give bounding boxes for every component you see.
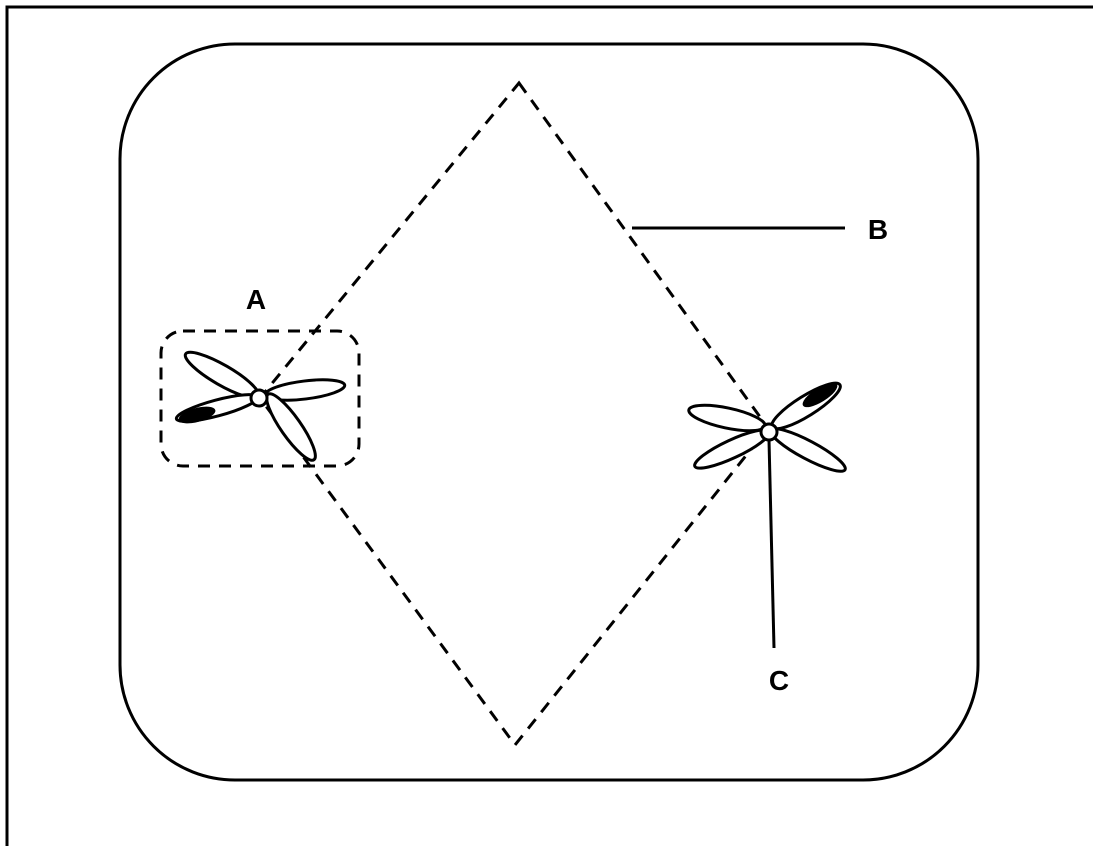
enclosure: [118, 42, 980, 782]
insect-a: [174, 350, 347, 462]
dashed-diamond-path: [258, 80, 770, 748]
label-b: B: [868, 214, 888, 245]
outer-frame: [5, 5, 1093, 846]
label-c: C: [769, 665, 789, 696]
insect-c-dark-tip: [802, 382, 838, 408]
insect-c-thorax: [759, 422, 779, 442]
highlight-box-a: [159, 329, 361, 468]
label-a: A: [246, 284, 266, 315]
leader-line-c: [767, 439, 776, 649]
insect-a-wing-lower-right: [265, 392, 317, 462]
insect-c: [687, 381, 847, 473]
insect-c-wing-lower-right: [769, 427, 847, 473]
insect-a-dark-tip: [178, 406, 216, 424]
insect-a-thorax: [249, 388, 269, 408]
